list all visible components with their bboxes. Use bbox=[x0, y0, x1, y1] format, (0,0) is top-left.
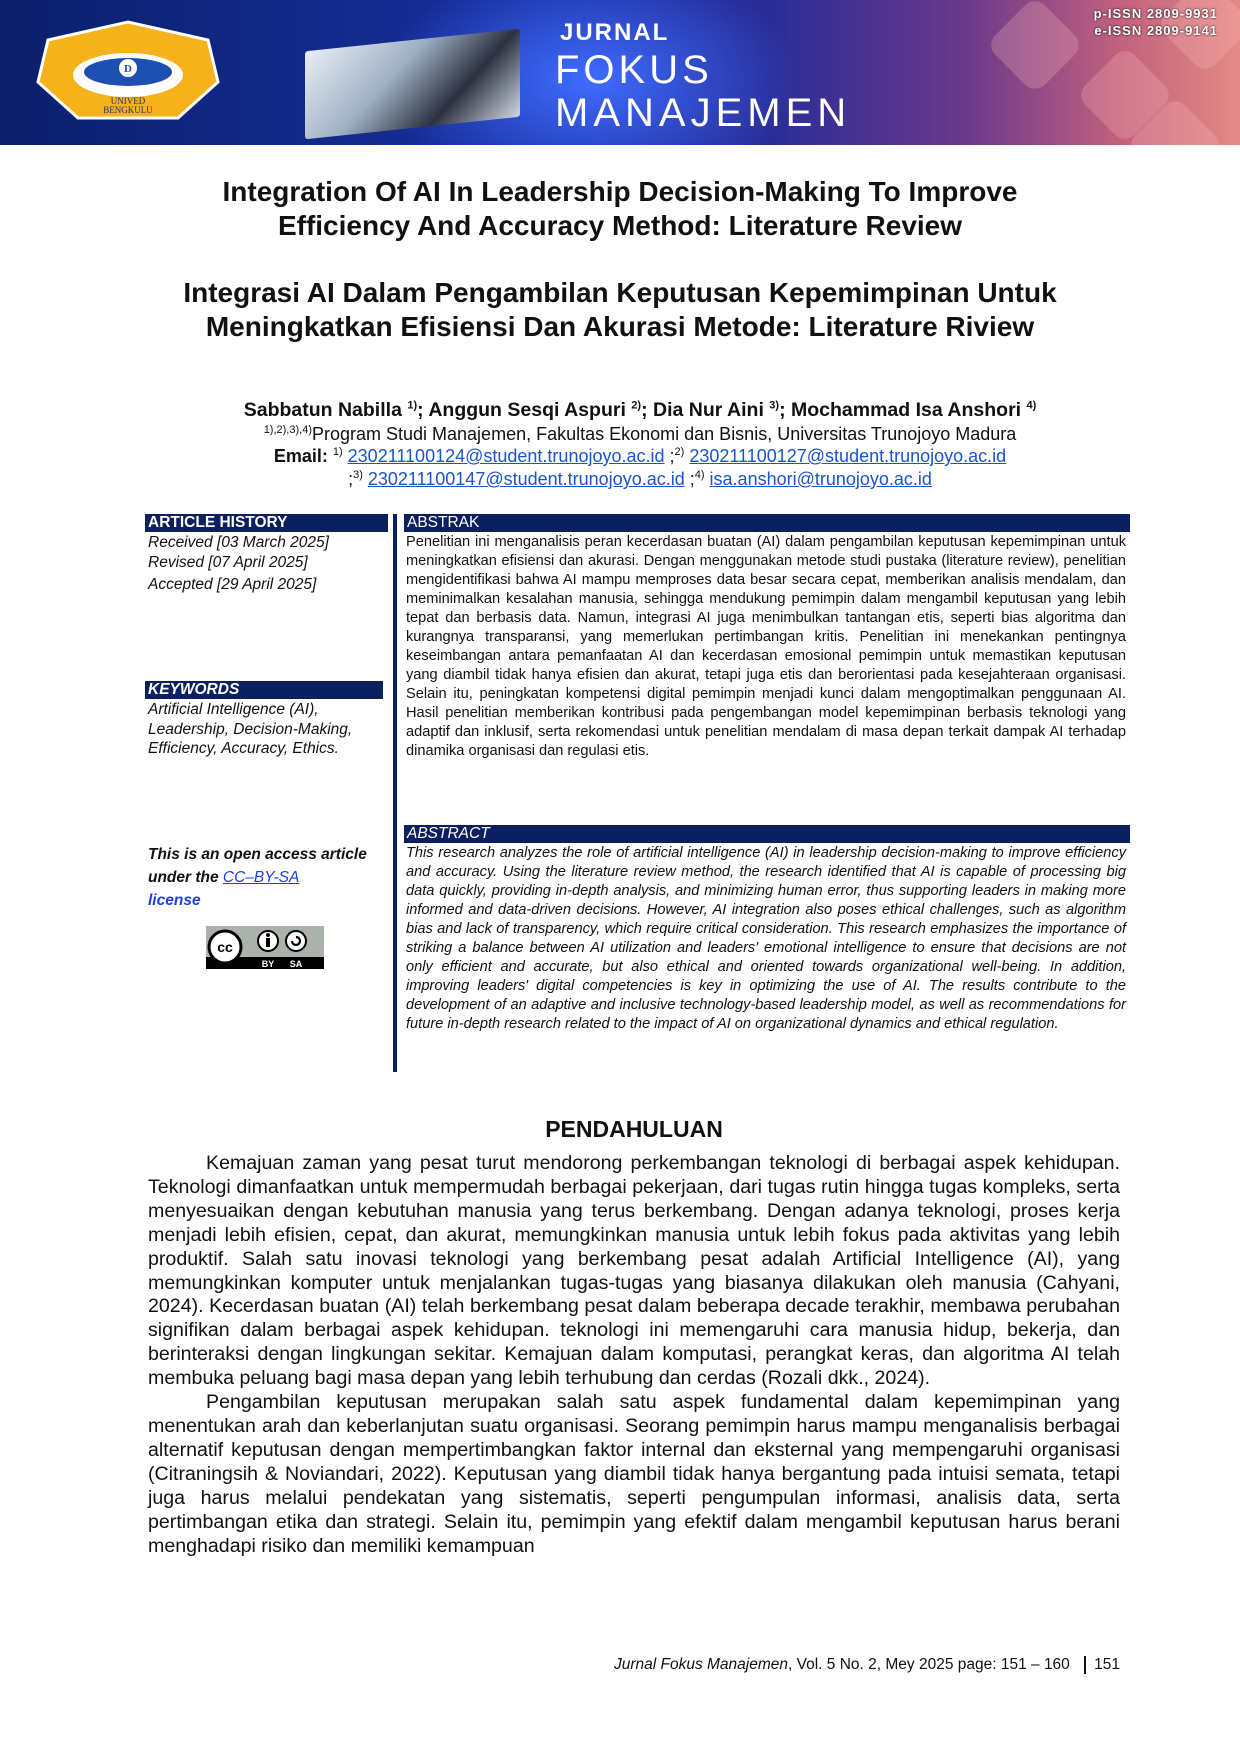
email-link[interactable]: isa.anshori@trunojoyo.ac.id bbox=[709, 469, 932, 489]
author-sup: 1) bbox=[407, 399, 418, 412]
svg-text:BENGKULU: BENGKULU bbox=[103, 105, 153, 115]
author-sup: 2) bbox=[631, 399, 642, 412]
author-name: Anggun Sesqi Aspuri bbox=[428, 399, 626, 421]
title-indonesian-line: Meningkatkan Efisiensi Dan Akurasi Metod… bbox=[205, 311, 1035, 342]
email-sup: 4) bbox=[694, 469, 705, 481]
license-statement: This is an open access article under the… bbox=[148, 843, 383, 912]
cc-by-sa-badge[interactable]: cc BY SA bbox=[206, 926, 324, 969]
page-footer: Jurnal Fokus Manajemen, Vol. 5 No. 2, Me… bbox=[560, 1656, 1120, 1674]
author-list: Sabbatun Nabilla 1); Anggun Sesqi Aspuri… bbox=[243, 399, 1037, 421]
email-link[interactable]: 230211100147@student.trunojoyo.ac.id bbox=[367, 469, 685, 489]
journal-name-line1: FOKUS bbox=[555, 48, 713, 92]
sa-icon bbox=[285, 930, 307, 952]
title-indonesian-line: Integrasi AI Dalam Pengambilan Keputusan… bbox=[183, 277, 1057, 308]
sa-text: SA bbox=[290, 959, 303, 969]
paragraph: Kemajuan zaman yang pesat turut mendoron… bbox=[148, 1152, 1120, 1390]
received-date: Received [03 March 2025] bbox=[148, 534, 329, 551]
abstrak-text: Penelitian ini menganalisis peran kecerd… bbox=[406, 534, 1126, 759]
journal-name-line2: MANAJEMEN bbox=[555, 91, 852, 135]
license-link[interactable]: CC–BY-SA bbox=[222, 869, 300, 886]
footer-separator bbox=[1084, 1656, 1087, 1674]
e-issn: e-ISSN 2809-9141 bbox=[1094, 23, 1218, 38]
p-issn: p-ISSN 2809-9931 bbox=[1093, 6, 1218, 21]
article-history-heading: ARTICLE HISTORY bbox=[145, 514, 388, 532]
abstract-heading: ABSTRACT bbox=[404, 825, 1130, 843]
body-text: Kemajuan zaman yang pesat turut mendoron… bbox=[148, 1152, 1120, 1558]
email-link[interactable]: 230211100127@student.trunojoyo.ac.id bbox=[689, 446, 1007, 466]
author-sup: 4) bbox=[1026, 399, 1037, 412]
section-heading: PENDAHULUAN bbox=[545, 1116, 723, 1142]
cc-text: cc bbox=[217, 939, 233, 955]
footer-issue: , Vol. 5 No. 2, Mey 2025 page: 151 – 160 bbox=[788, 1656, 1070, 1674]
email-sup: 3) bbox=[353, 469, 363, 481]
title-english-line: Integration Of AI In Leadership Decision… bbox=[222, 176, 1018, 207]
by-text: BY bbox=[262, 959, 275, 969]
svg-text:UNIVED: UNIVED bbox=[111, 96, 146, 106]
author-name: Sabbatun Nabilla bbox=[243, 399, 402, 421]
footer-journal: Jurnal Fokus Manajemen bbox=[613, 1656, 789, 1674]
email-label: Email: bbox=[273, 446, 328, 466]
author-name: Mochammad Isa Anshori bbox=[791, 399, 1022, 421]
column-divider bbox=[393, 514, 397, 1072]
accepted-date: Accepted [29 April 2025] bbox=[148, 576, 317, 593]
license-text: This is an open access article under the bbox=[148, 846, 367, 886]
title-indonesian: Integrasi AI Dalam Pengambilan Keputusan… bbox=[120, 276, 1120, 344]
article-history: Received [03 March 2025] Revised [07 Apr… bbox=[148, 533, 329, 595]
banner-decoration bbox=[985, 0, 1085, 95]
affiliation: 1),2),3),4)Program Studi Manajemen, Faku… bbox=[140, 424, 1140, 445]
email-sup: 1) bbox=[332, 446, 343, 458]
abstract-text: This research analyzes the role of artif… bbox=[406, 845, 1126, 1032]
author-name: Dia Nur Aini bbox=[653, 399, 764, 421]
title-english-line: Efficiency And Accuracy Method: Literatu… bbox=[277, 210, 963, 241]
email-link[interactable]: 230211100124@student.trunojoyo.ac.id bbox=[347, 446, 665, 466]
paragraph: Pengambilan keputusan merupakan salah sa… bbox=[148, 1391, 1120, 1557]
svg-text:D: D bbox=[124, 63, 132, 75]
license-link-2[interactable]: license bbox=[148, 892, 201, 909]
affiliation-sup: 1),2),3),4) bbox=[263, 424, 312, 436]
email-sup: 2) bbox=[674, 446, 685, 458]
page-number: 151 bbox=[1094, 1656, 1120, 1674]
email-line-1: Email: 1) 230211100124@student.trunojoyo… bbox=[273, 446, 1007, 466]
email-line-2: ;3) 230211100147@student.trunojoyo.ac.id… bbox=[348, 469, 932, 489]
cc-icon bbox=[207, 929, 243, 965]
keywords-heading: KEYWORDS bbox=[145, 681, 383, 699]
revised-date: Revised [07 April 2025] bbox=[148, 553, 308, 571]
affiliation-text: Program Studi Manajemen, Fakultas Ekonom… bbox=[311, 424, 1017, 444]
author-sup: 3) bbox=[769, 399, 780, 412]
keywords-text: Artificial Intelligence (AI), Leadership… bbox=[148, 701, 353, 757]
university-logo: D UNIVED BENGKULU bbox=[36, 20, 220, 120]
journal-banner: D UNIVED BENGKULU JURNAL FOKUS MANAJEMEN… bbox=[0, 0, 1240, 145]
abstrak-heading: ABSTRAK bbox=[404, 514, 1130, 532]
title-english: Integration Of AI In Leadership Decision… bbox=[120, 175, 1120, 243]
journal-word: JURNAL bbox=[560, 19, 670, 46]
